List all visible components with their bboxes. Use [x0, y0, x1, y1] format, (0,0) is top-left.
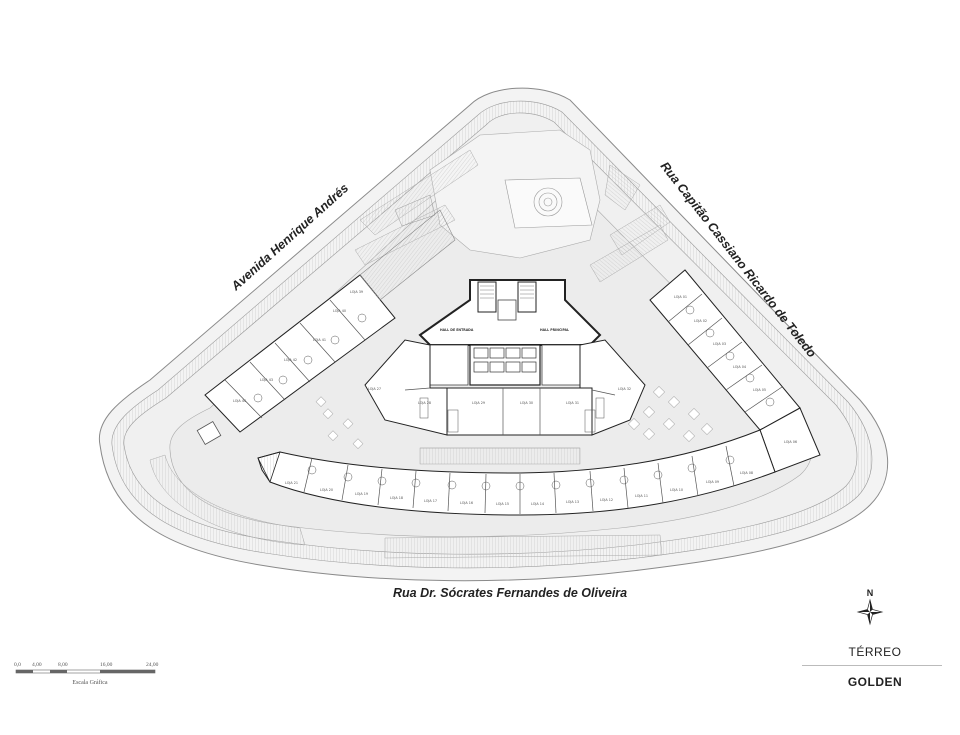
central-shops: LOJA 27 LOJA 28 LOJA 29 LOJA 30 LOJA 31 …: [364, 339, 646, 436]
scale-tick-0: 0,0: [14, 662, 21, 668]
east-wing-shops: LOJA 01 LOJA 02 LOJA 03 LOJA 04 LOJA 05 …: [649, 269, 821, 473]
floor-title: TÉRREO: [848, 645, 902, 659]
svg-text:LOJA 41: LOJA 41: [313, 338, 326, 342]
compass-rose-icon: [856, 598, 884, 626]
svg-text:LOJA 21: LOJA 21: [285, 481, 298, 485]
svg-text:LOJA 27: LOJA 27: [368, 387, 381, 391]
hall-right-label: HALL PRINCIPAL: [540, 328, 569, 332]
planters: [315, 385, 714, 450]
svg-text:LOJA 04: LOJA 04: [733, 365, 746, 369]
svg-text:LOJA 14: LOJA 14: [531, 502, 544, 506]
scale-caption: Escala Gráfica: [72, 680, 108, 686]
svg-text:LOJA 13: LOJA 13: [566, 500, 579, 504]
svg-text:LOJA 30: LOJA 30: [520, 401, 533, 405]
svg-text:LOJA 17: LOJA 17: [424, 499, 437, 503]
hall-left-label: HALL DE ENTRADA: [440, 328, 474, 332]
central-tower: HALL DE ENTRADA HALL PRINCIPAL: [418, 279, 602, 386]
svg-text:LOJA 20: LOJA 20: [320, 488, 333, 492]
scale-tick-4: 4,00: [32, 662, 42, 668]
svg-text:LOJA 05: LOJA 05: [753, 388, 766, 392]
north-label: N: [866, 588, 874, 598]
title-divider: [802, 665, 942, 666]
svg-text:LOJA 11: LOJA 11: [635, 494, 648, 498]
street-south: Rua Dr. Sócrates Fernandes de Oliveira: [393, 586, 627, 600]
svg-text:LOJA 15: LOJA 15: [496, 502, 509, 506]
svg-text:LOJA 29: LOJA 29: [472, 401, 485, 405]
svg-text:LOJA 08: LOJA 08: [740, 471, 753, 475]
svg-text:LOJA 10: LOJA 10: [670, 488, 683, 492]
svg-text:LOJA 32: LOJA 32: [618, 387, 631, 391]
svg-text:LOJA 12: LOJA 12: [600, 498, 613, 502]
svg-text:LOJA 31: LOJA 31: [566, 401, 579, 405]
svg-text:LOJA 01: LOJA 01: [674, 295, 687, 299]
svg-text:LOJA 28: LOJA 28: [418, 401, 431, 405]
scale-bar: [15, 669, 156, 674]
svg-text:LOJA 09: LOJA 09: [706, 480, 719, 484]
svg-text:LOJA 44: LOJA 44: [233, 399, 246, 403]
west-wing-shops: LOJA 44 LOJA 43 LOJA 42 LOJA 41 LOJA 40 …: [204, 209, 456, 433]
svg-text:LOJA 40: LOJA 40: [333, 309, 346, 313]
svg-text:LOJA 42: LOJA 42: [284, 358, 297, 362]
scale-tick-16: 16,00: [100, 662, 113, 668]
svg-text:LOJA 02: LOJA 02: [694, 319, 707, 323]
svg-text:LOJA 19: LOJA 19: [355, 492, 368, 496]
svg-text:LOJA 39: LOJA 39: [350, 290, 363, 294]
scale-tick-8: 8,00: [58, 662, 68, 668]
svg-text:LOJA 18: LOJA 18: [390, 496, 403, 500]
project-title: GOLDEN: [847, 675, 903, 689]
svg-text:LOJA 06: LOJA 06: [784, 440, 797, 444]
south-arc-shops: LOJA 21 LOJA 20 LOJA 19 LOJA 18 LOJA 17 …: [257, 429, 776, 516]
scale-tick-24: 24,00: [146, 662, 159, 668]
svg-text:LOJA 03: LOJA 03: [713, 342, 726, 346]
svg-text:LOJA 43: LOJA 43: [260, 378, 273, 382]
svg-text:LOJA 16: LOJA 16: [460, 501, 473, 505]
